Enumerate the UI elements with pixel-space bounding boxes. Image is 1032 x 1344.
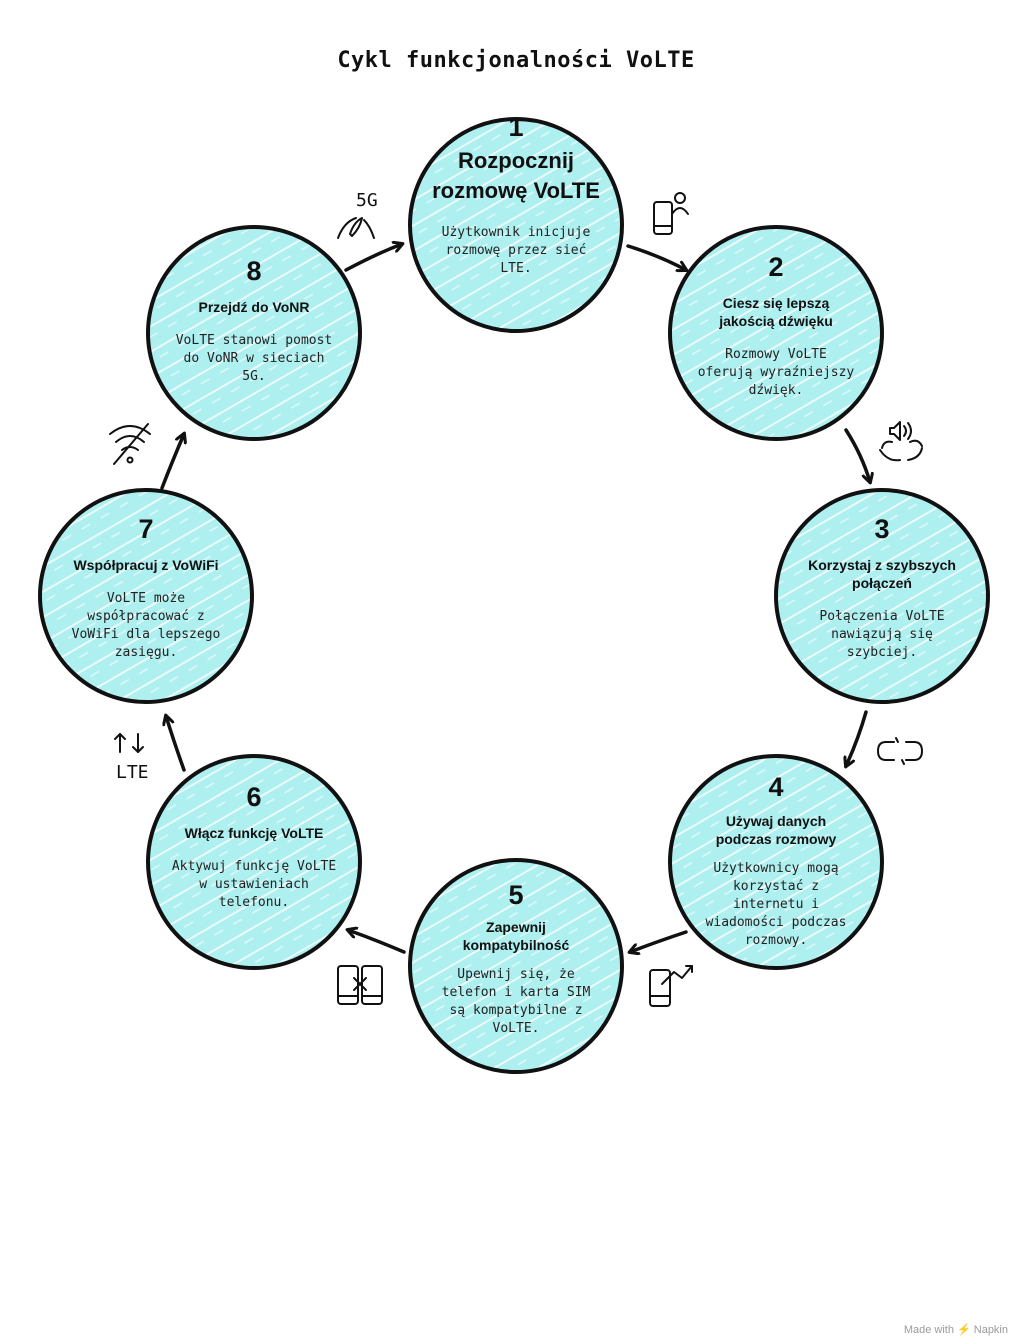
step-4: 4 Używaj danych podczas rozmowy Użytkown… — [696, 772, 856, 950]
step-title: Włącz funkcję VoLTE — [184, 825, 324, 841]
step-title: Korzystaj z szybszych połączeń — [808, 557, 956, 591]
phones-incompatible-icon — [337, 965, 383, 1005]
step-title: Rozpocznij rozmowę VoLTE — [432, 148, 600, 203]
cycle-arrows — [160, 244, 870, 954]
step-title: Używaj danych podczas rozmowy — [715, 813, 837, 847]
step-description: Połączenia VoLTE nawiązują się szybciej. — [819, 609, 945, 660]
step-circle-5 — [408, 858, 624, 1074]
step-description: Rozmowy VoLTE oferują wyraźniejszy dźwię… — [697, 347, 855, 398]
step-title: Przejdź do VoNR — [198, 299, 310, 315]
arrow-6-7 — [166, 716, 186, 772]
step-number: 8 — [246, 256, 262, 286]
wifi-off-icon — [109, 423, 151, 465]
step-number: 3 — [874, 514, 890, 544]
arrow-2-3 — [844, 428, 870, 482]
step-title: Ciesz się lepszą jakością dźwięku — [719, 295, 833, 329]
step-circle-8 — [146, 225, 362, 441]
arrow-3-4 — [846, 710, 868, 766]
napkin-credit: Made with ⚡ Napkin — [903, 1324, 1008, 1336]
step-circle-1 — [408, 117, 624, 333]
step-number: 7 — [138, 514, 154, 544]
step-3: 3 Korzystaj z szybszych połączeń Połącze… — [800, 514, 964, 662]
phone-user-icon — [653, 192, 689, 235]
broken-link-icon — [877, 737, 923, 765]
step-number: 6 — [246, 782, 262, 812]
step-description: Aktywuj funkcję VoLTE w ustawieniach tel… — [171, 859, 337, 910]
step-8: 8 Przejdź do VoNR VoLTE stanowi pomost d… — [174, 256, 334, 386]
step-7: 7 Współpracuj z VoWiFi VoLTE może współp… — [62, 514, 230, 662]
step-number: 4 — [768, 772, 784, 802]
diagram-title: Cykl funkcjonalności VoLTE — [337, 48, 695, 73]
step-1: 1 Rozpocznij rozmowę VoLTE Użytkownik in… — [426, 112, 606, 278]
step-number: 2 — [768, 252, 784, 282]
speaker-cycle-icon — [879, 421, 923, 462]
step-6: 6 Włącz funkcję VoLTE Aktywuj funkcję Vo… — [170, 782, 338, 912]
step-2: 2 Ciesz się lepszą jakością dźwięku Rozm… — [696, 252, 856, 400]
step-circles — [38, 117, 990, 1074]
arrow-1-2 — [626, 244, 686, 270]
step-description: VoLTE może współpracować z VoWiFi dla le… — [71, 591, 221, 660]
phone-data-icon — [649, 965, 693, 1007]
5g-signal-icon — [337, 217, 375, 239]
arrow-7-8 — [160, 434, 184, 490]
arrow-5-6 — [348, 930, 406, 954]
step-title: Współpracuj z VoWiFi — [73, 557, 219, 573]
step-circle-2 — [668, 225, 884, 441]
step-5: 5 Zapewnij kompatybilność Upewnij się, ż… — [436, 880, 596, 1038]
step-description: VoLTE stanowi pomost do VoNR w sieciach … — [175, 333, 333, 384]
step-description: Użytkownicy mogą korzystać z internetu i… — [705, 861, 847, 948]
arrow-8-1 — [344, 244, 402, 272]
five-g-label: 5G — [356, 190, 378, 211]
step-description: Upewnij się, że telefon i karta SIM są k… — [441, 967, 591, 1036]
step-title: Zapewnij kompatybilność — [462, 919, 570, 953]
step-circle-7 — [38, 488, 254, 704]
arrow-4-5 — [630, 930, 688, 952]
step-circle-6 — [146, 754, 362, 970]
step-circle-4 — [668, 754, 884, 970]
step-number: 1 — [508, 112, 524, 142]
step-description: Użytkownik inicjuje rozmowę przez sieć L… — [441, 225, 591, 276]
step-number: 5 — [508, 880, 524, 910]
step-circle-3 — [774, 488, 990, 704]
lte-label: LTE — [116, 762, 149, 783]
lte-arrows-icon — [114, 733, 144, 753]
